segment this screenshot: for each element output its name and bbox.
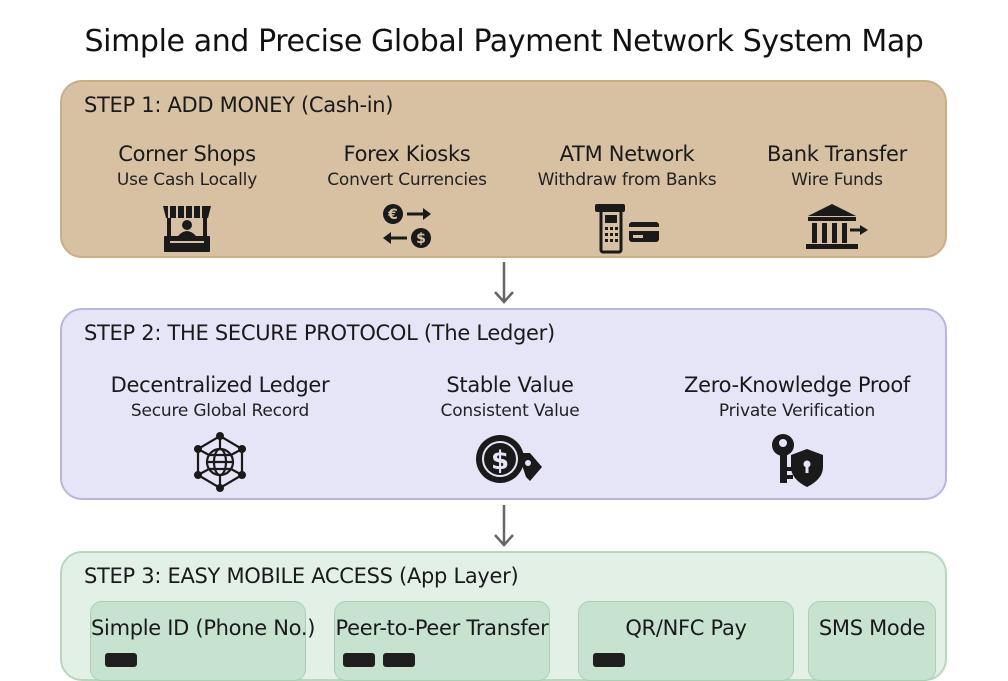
key-shield-icon (772, 434, 823, 487)
svg-text:$: $ (416, 231, 426, 247)
phone-icon (383, 653, 415, 667)
stable-value-subtitle: Consistent Value (440, 401, 580, 421)
bank-transfer-title: Bank Transfer (767, 142, 907, 166)
shop-stall-icon (163, 206, 211, 252)
currency-exchange-icon: € $ (383, 204, 431, 248)
stable-value-title: Stable Value (446, 373, 574, 397)
down-arrow-icon (494, 262, 514, 304)
atm-network-item: ATM Network Withdraw from Banks (527, 142, 727, 254)
zero-knowledge-proof-subtitle: Private Verification (718, 401, 876, 421)
bank-transfer-icon (806, 204, 868, 249)
dollar-coin-tag-icon: $ (476, 435, 542, 483)
forex-kiosks-item: Forex Kiosks Convert Currencies € $ (317, 142, 497, 254)
corner-shops-item: Corner Shops Use Cash Locally (107, 142, 267, 254)
step3-panel: STEP 3: EASY MOBILE ACCESS (App Layer) S… (60, 551, 947, 681)
peer-to-peer-card: Peer-to-Peer Transfer (334, 601, 550, 681)
forex-kiosks-title: Forex Kiosks (343, 142, 471, 166)
atm-card-icon (595, 204, 659, 254)
zero-knowledge-proof-item: Zero-Knowledge Proof Private Verificatio… (672, 373, 922, 489)
corner-shops-title: Corner Shops (118, 142, 256, 166)
diagram-title: Simple and Precise Global Payment Networ… (84, 24, 924, 59)
decentralized-ledger-subtitle: Secure Global Record (130, 401, 310, 421)
atm-network-subtitle: Withdraw from Banks (537, 170, 717, 190)
bank-transfer-item: Bank Transfer Wire Funds (752, 142, 922, 254)
phone-icon (593, 653, 625, 667)
peer-to-peer-title: Peer-to-Peer Transfer (335, 616, 549, 640)
sms-mode-card: SMS Mode (808, 601, 936, 681)
down-arrow-icon (494, 505, 514, 547)
atm-network-title: ATM Network (559, 142, 695, 166)
step1-panel: STEP 1: ADD MONEY (Cash-in) Corner Shops… (60, 80, 947, 258)
simple-id-card: Simple ID (Phone No.) (90, 601, 315, 681)
decentralized-ledger-title: Decentralized Ledger (110, 373, 330, 397)
step3-heading: STEP 3: EASY MOBILE ACCESS (App Layer) (84, 564, 519, 588)
svg-text:$: $ (491, 446, 509, 476)
phone-icon (343, 653, 375, 667)
step2-heading: STEP 2: THE SECURE PROTOCOL (The Ledger) (84, 321, 555, 345)
phone-icon (105, 653, 137, 667)
sms-mode-title: SMS Mode (818, 616, 926, 640)
stable-value-item: Stable Value Consistent Value $ (410, 373, 610, 489)
corner-shops-subtitle: Use Cash Locally (116, 170, 258, 190)
step1-heading: STEP 1: ADD MONEY (Cash-in) (84, 93, 394, 117)
qr-nfc-card: QR/NFC Pay (578, 601, 794, 681)
svg-text:€: € (387, 207, 398, 223)
simple-id-title: Simple ID (Phone No.) (91, 616, 316, 640)
zero-knowledge-proof-title: Zero-Knowledge Proof (684, 373, 910, 397)
bank-transfer-subtitle: Wire Funds (791, 170, 883, 190)
step2-panel: STEP 2: THE SECURE PROTOCOL (The Ledger)… (60, 308, 947, 500)
forex-kiosks-subtitle: Convert Currencies (327, 170, 487, 190)
qr-nfc-title: QR/NFC Pay (625, 616, 747, 640)
decentralized-ledger-item: Decentralized Ledger Secure Global Recor… (100, 373, 340, 493)
network-globe-icon (194, 432, 246, 492)
